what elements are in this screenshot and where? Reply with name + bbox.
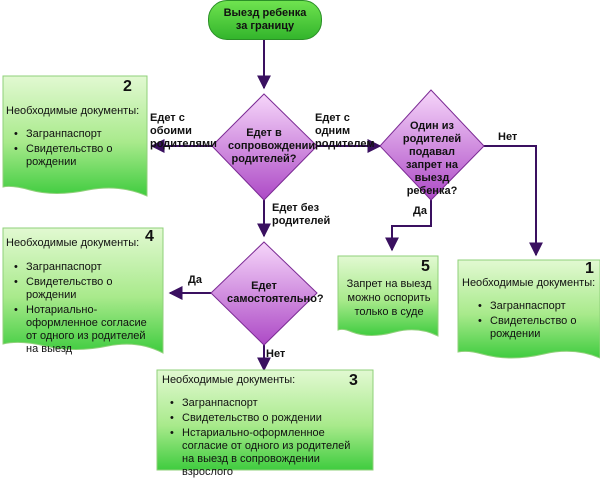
box4-list: Загранпаспорт Свидетельство о рождении Н… <box>14 261 154 358</box>
box3-list: Загранпаспорт Свидетельство о рождении Н… <box>170 397 360 481</box>
box2-title: Необходимые документы: <box>6 105 140 117</box>
decision-parents-label: Едет в сопровождении родителей? <box>228 127 316 165</box>
edge-ban-yes <box>385 200 432 252</box>
list-item: Нстариально-оформленное согласие от одно… <box>170 427 360 479</box>
edge-ban-no <box>484 145 543 257</box>
edge-label-ban-no: Нет <box>498 131 518 143</box>
decision-ban-shape <box>379 89 485 201</box>
box5-shape <box>337 255 439 337</box>
box5-text: Запрет на выезд можно оспорить только в … <box>346 278 432 318</box>
edge-label-alone-yes: Да <box>188 274 202 286</box>
list-item: Загранпаспорт <box>478 300 588 313</box>
box2-number: 2 <box>123 78 132 95</box>
box1-title: Необходимые документы: <box>462 277 596 289</box>
list-item: Нотариально-оформленное согласие от одно… <box>14 304 154 356</box>
list-item: Загранпаспорт <box>170 397 360 410</box>
edge-label-both-parents: Едет с обоими родителями <box>150 112 217 150</box>
box4-number: 4 <box>145 228 154 245</box>
list-item: Свидетельство о рождении <box>14 276 154 302</box>
box1-list: Загранпаспорт Свидетельство о рождении <box>478 300 588 343</box>
list-item: Свидетельство о рождении <box>478 315 588 341</box>
box5-number: 5 <box>421 258 430 275</box>
list-item: Загранпаспорт <box>14 261 154 274</box>
list-item: Свидетельство о рождении <box>170 412 360 425</box>
list-item: Свидетельство о рождении <box>14 143 144 169</box>
box2-list: Загранпаспорт Свидетельство о рождении <box>14 128 144 171</box>
box4-title: Необходимые документы: <box>6 237 140 249</box>
box3-number: 3 <box>349 372 358 389</box>
decision-parents-shape <box>211 93 318 201</box>
box3-title: Необходимые документы: <box>162 374 296 386</box>
edge-label-one-parent: Едет с одним родителем <box>315 112 375 150</box>
edge-label-ban-yes: Да <box>413 205 427 217</box>
box1-number: 1 <box>585 260 594 277</box>
decision-alone-shape <box>210 241 318 346</box>
edge-label-no-parents: Едет без родителей <box>272 202 331 227</box>
decision-ban-label: Один из родителей подавал запрет на выез… <box>402 120 462 197</box>
edge-label-alone-no: Нет <box>266 348 286 360</box>
list-item: Загранпаспорт <box>14 128 144 141</box>
start-label: Выезд ребенка за границу <box>223 7 307 32</box>
decision-alone-label: Едет самостоятельно? <box>227 280 324 305</box>
start-terminal: Выезд ребенка за границу <box>208 0 322 40</box>
